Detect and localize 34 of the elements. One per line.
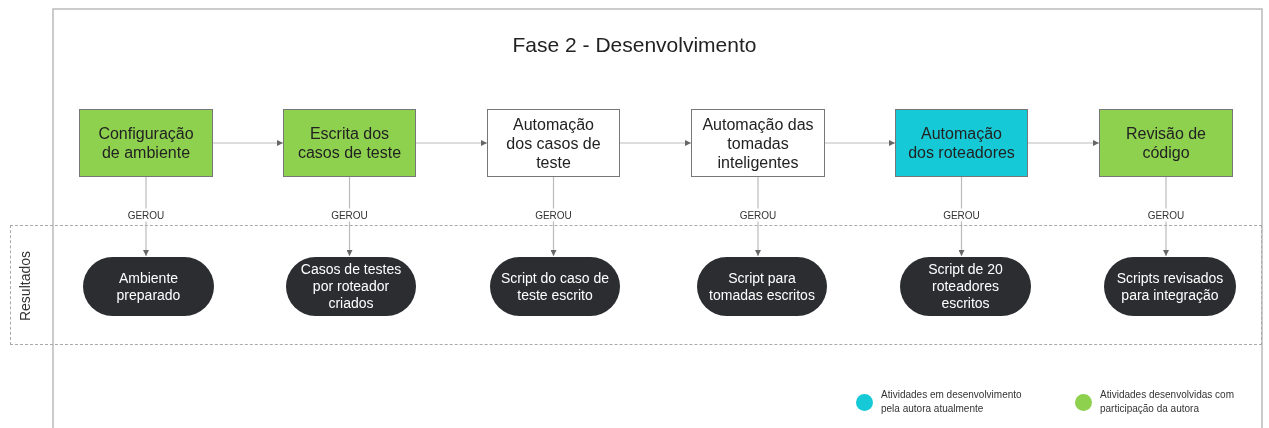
arrow: [824, 140, 896, 146]
box-label: Automação dos roteadores: [907, 124, 1016, 162]
legend-label: Atividades desenvolvidas com participação da autora: [1100, 388, 1235, 416]
arrow: [415, 140, 488, 146]
arrow: [619, 140, 692, 146]
band-label: Resultados: [17, 251, 33, 321]
process-box: [79, 109, 213, 177]
box-label: Script do caso de teste escrito: [499, 269, 611, 304]
edge-label: GEROU: [941, 208, 982, 222]
process-box: [1099, 109, 1233, 177]
process-box: [283, 109, 416, 177]
edge-label: GEROU: [125, 208, 167, 222]
box-label: Automação dos casos de teste: [505, 114, 602, 172]
box-label: Configuração de ambiente: [97, 124, 195, 162]
legend-label: Atividades em desenvolvimento pela autora atualmente: [881, 388, 1023, 416]
edge-label: GEROU: [329, 208, 370, 222]
title: Fase 2 - Desenvolvimento: [511, 33, 758, 57]
box-label: Revisão de código: [1124, 124, 1207, 162]
edge-label: GEROU: [737, 208, 779, 222]
process-box: [895, 109, 1028, 177]
edge-label: GEROU: [533, 208, 574, 222]
box-label: Script de 20 roteadores escritos: [927, 261, 1004, 312]
box-label: Escrita dos casos de teste: [296, 124, 403, 162]
box-label: Script para tomadas escritos: [708, 269, 816, 304]
arrow: [1027, 140, 1100, 146]
box-label: Casos de testes por roteador criados: [299, 261, 403, 312]
box-label: Scripts revisados para integração: [1115, 269, 1225, 304]
box-label: Ambiente preparado: [115, 269, 182, 304]
arrow: [212, 140, 284, 146]
box-label: Automação das tomadas inteligentes: [702, 114, 814, 172]
process-box: [691, 109, 825, 177]
process-box: [487, 109, 620, 177]
results-band: [10, 225, 1262, 345]
edge-label: GEROU: [1145, 208, 1187, 222]
